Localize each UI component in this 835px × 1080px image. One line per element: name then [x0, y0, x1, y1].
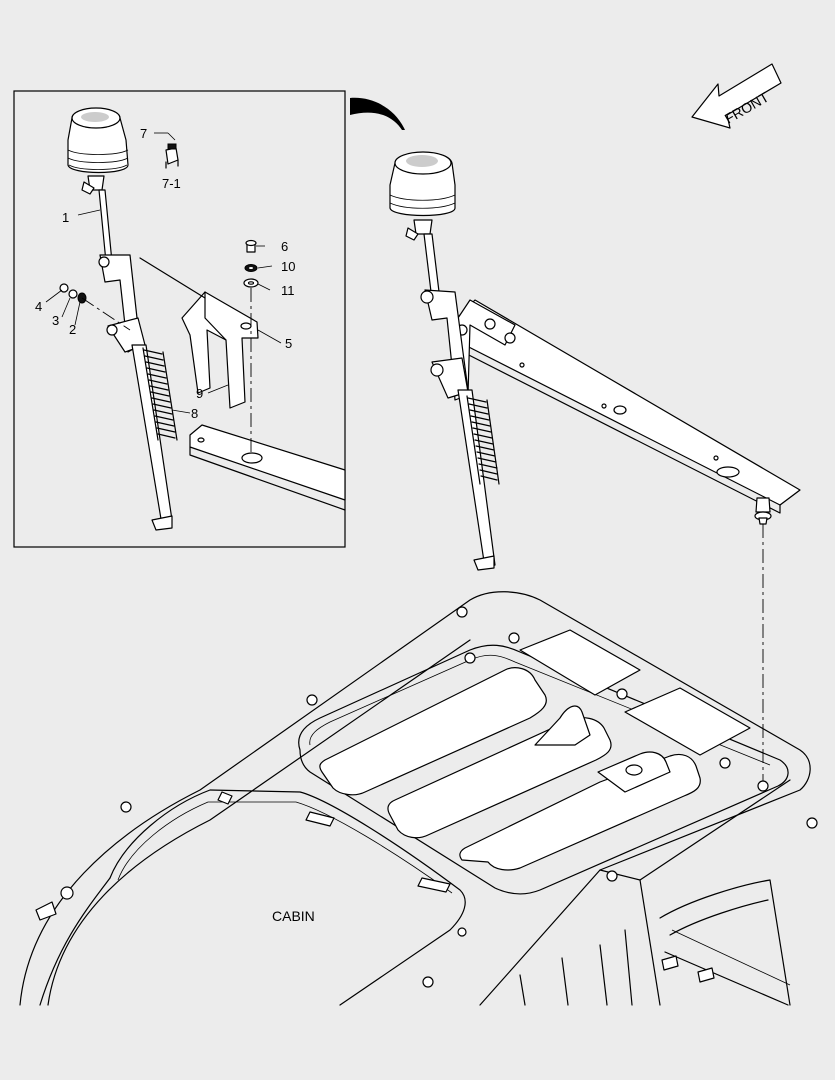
- callout-3: 3: [52, 313, 59, 328]
- transfer-arrow: [350, 97, 405, 130]
- callout-1: 1: [62, 210, 69, 225]
- callout-9: 9: [196, 386, 203, 401]
- callout-11: 11: [281, 283, 295, 298]
- callout-6: 6: [281, 239, 288, 254]
- assembled-beacon: [389, 151, 801, 785]
- front-direction-arrow: FRONT: [691, 63, 782, 129]
- hardware-parts-6-10-11: [243, 239, 259, 455]
- bracket-part-9: [181, 291, 259, 409]
- callout-4: 4: [35, 299, 42, 314]
- mounting-plate-detail: [189, 424, 346, 511]
- bulb-part-7-1: [165, 143, 179, 169]
- detail-inset: 1 7 7-1 4 3 2 6 10 11 5 9 8: [13, 90, 346, 548]
- callout-7-1: 7-1: [162, 176, 181, 191]
- callout-leaders: [45, 132, 282, 414]
- spring-part-8: [142, 347, 178, 441]
- beacon-pole-detail: [67, 107, 206, 531]
- callout-2: 2: [69, 322, 76, 337]
- cabin-roof: [19, 591, 818, 1006]
- callout-10: 10: [281, 259, 295, 274]
- callout-5: 5: [285, 336, 292, 351]
- callout-7: 7: [140, 126, 147, 141]
- callout-8: 8: [191, 406, 198, 421]
- cabin-label: CABIN: [272, 908, 315, 924]
